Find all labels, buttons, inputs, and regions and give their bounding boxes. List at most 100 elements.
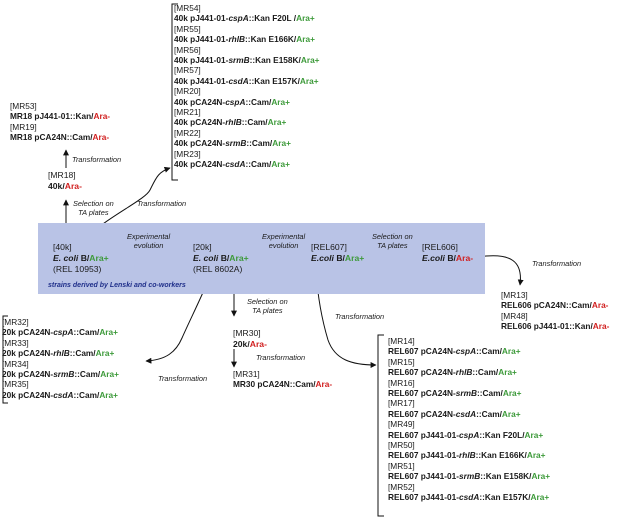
strain-entry: [MR19]MR18 pCA24N::Cam/Ara-	[10, 122, 110, 143]
strain-label: 40k pCA24N-cspA::Cam/Ara+	[174, 96, 290, 107]
strain-id: [MR34]	[2, 358, 29, 369]
strain-entry: [MR35]20k pCA24N-csdA::Cam/Ara+	[2, 379, 119, 400]
label-exp-evolution-2: Experimental evolution	[262, 232, 306, 250]
node-mr18: [MR18] 40k/Ara-	[48, 170, 82, 192]
strain-label: REL607 pJ441-01-csdA::Kan E157K/Ara+	[388, 492, 550, 503]
strain-id: [MR48]	[501, 310, 528, 321]
node-id: [40k]	[53, 242, 72, 252]
node-name: E.coli B/Ara+	[311, 253, 365, 263]
group-rel606-transformants: [MR13]REL606 pCA24N::Cam/Ara-[MR48]REL60…	[501, 290, 609, 332]
strain-id: [MR23]	[174, 148, 201, 159]
node-id: [REL607]	[311, 242, 347, 252]
strain-entry: [MR54]40k pJ441-01-cspA::Kan F20L /Ara+	[174, 3, 320, 24]
strain-entry: [MR48]REL606 pJ441-01::Kan/Ara-	[501, 311, 609, 332]
strain-id: [MR49]	[388, 419, 415, 430]
bracket-20k	[2, 315, 8, 404]
strain-entry: [MR17]REL607 pCA24N-csdA::Cam/Ara+	[388, 398, 550, 419]
strain-id: [MR20]	[174, 86, 201, 97]
strain-label: REL607 pCA24N-cspA::Cam/Ara+	[388, 346, 521, 357]
node-id: [REL606]	[422, 242, 458, 252]
strain-label: REL607 pCA24N-srmB::Cam/Ara+	[388, 388, 522, 399]
arrow-rel606-mr13	[477, 255, 524, 286]
strain-label: MR18 pCA24N::Cam/Ara-	[10, 132, 110, 143]
strain-id: [MR54]	[174, 3, 201, 13]
strain-entry: [MR20]40k pCA24N-cspA::Cam/Ara+	[174, 86, 320, 107]
strain-label: 40k pJ441-01-cspA::Kan F20L /Ara+	[174, 13, 315, 24]
strain-label: REL607 pCA24N-csdA::Cam/Ara+	[388, 408, 521, 419]
strain-id: [MR57]	[174, 65, 201, 76]
group-rel607-transformants: [MR14]REL607 pCA24N-cspA::Cam/Ara+[MR15]…	[388, 336, 550, 503]
label-transformation-rel606: Transformation	[532, 259, 582, 268]
strain-label: 20k pCA24N-srmB::Cam/Ara+	[2, 369, 119, 380]
strain-id: [MR55]	[174, 23, 201, 34]
node-id: [20k]	[193, 242, 212, 252]
strain-label: 20k pCA24N-rhlB::Cam/Ara+	[2, 348, 115, 359]
strain-label: MR30 pCA24N::Cam/Ara-	[233, 379, 333, 390]
strain-id: [MR17]	[388, 398, 415, 409]
strain-label: REL606 pCA24N::Cam/Ara-	[501, 300, 609, 311]
group-mr30-transformants: [MR31]MR30 pCA24N::Cam/Ara-	[233, 369, 332, 390]
node-id: [MR18]	[48, 170, 76, 180]
strain-id: [MR56]	[174, 44, 201, 55]
label-selection-ta-2: Selection on TA plates	[372, 232, 413, 250]
strain-label: REL606 pJ441-01::Kan/Ara-	[501, 321, 610, 332]
strain-entry: [MR57]40k pJ441-01-csdA::Kan E157K/Ara+	[174, 65, 320, 86]
strain-label: REL607 pJ441-01-srmB::Kan E158K/Ara+	[388, 471, 551, 482]
node-ref: (REL 10953)	[53, 264, 102, 274]
node-name: 20k/Ara-	[233, 339, 267, 349]
strain-label: 20k pCA24N-csdA::Cam/Ara+	[2, 389, 118, 400]
label-transformation-40k: Transformation	[137, 199, 187, 208]
strain-entry: [MR53]MR18 pJ441-01::Kan/Ara-	[10, 101, 110, 122]
node-name: 40k/Ara-	[48, 181, 82, 191]
strain-label: 40k pJ441-01-rhlB::Kan E166K/Ara+	[174, 34, 315, 45]
strain-id: [MR50]	[388, 440, 415, 451]
strain-label: 40k pCA24N-srmB::Cam/Ara+	[174, 138, 291, 149]
label-transformation-rel607: Transformation	[335, 312, 385, 321]
arrow-40k-top	[82, 166, 171, 241]
strain-id: [MR16]	[388, 377, 415, 388]
strain-id: [MR14]	[388, 336, 415, 346]
node-rel606: [REL606] E.coli B/Ara-	[422, 242, 473, 264]
strain-id: [MR19]	[10, 121, 37, 132]
strain-entry: [MR15]REL607 pCA24N-rhlB::Cam/Ara+	[388, 357, 550, 378]
group-mr18-transformants: [MR53]MR18 pJ441-01::Kan/Ara-[MR19]MR18 …	[10, 101, 110, 143]
label-transformation-mr30: Transformation	[256, 353, 306, 362]
bracket-rel607	[377, 334, 384, 517]
strain-entry: [MR33]20k pCA24N-rhlB::Cam/Ara+	[2, 338, 119, 359]
label-selection-ta-1: Selection on TA plates	[73, 199, 114, 217]
strain-id: [MR52]	[388, 481, 415, 492]
strain-entry: [MR21]40k pCA24N-rhlB::Cam/Ara+	[174, 107, 320, 128]
strain-label: MR18 pJ441-01::Kan/Ara-	[10, 111, 111, 122]
strain-id: [MR35]	[2, 379, 29, 390]
strain-id: [MR15]	[388, 356, 415, 367]
label-exp-evolution-1: Experimental evolution	[127, 232, 171, 250]
group-40k-transformants: [MR54]40k pJ441-01-cspA::Kan F20L /Ara+[…	[174, 3, 320, 170]
group-20k-transformants: [MR32]20k pCA24N-cspA::Cam/Ara+[MR33]20k…	[2, 317, 119, 400]
strain-id: [MR51]	[388, 460, 415, 471]
arrow-20k-group	[145, 280, 209, 364]
node-rel607: [REL607] E.coli B/Ara+	[311, 242, 364, 264]
strain-entry: [MR22]40k pCA24N-srmB::Cam/Ara+	[174, 128, 320, 149]
strain-label: 20k pCA24N-cspA::Cam/Ara+	[2, 327, 118, 338]
strain-label: 40k pJ441-01-csdA::Kan E157K/Ara+	[174, 75, 319, 86]
bracket-40k-top	[171, 3, 178, 181]
node-name: E. coli B/Ara+	[53, 253, 109, 263]
strain-id: [MR33]	[2, 337, 29, 348]
node-name: E. coli B/Ara+	[193, 253, 249, 263]
strain-id: [MR13]	[501, 290, 528, 300]
label-transformation-mr18: Transformation	[72, 155, 122, 164]
strain-label: REL607 pCA24N-rhlB::Cam/Ara+	[388, 367, 517, 378]
strain-entry: [MR23]40k pCA24N-csdA::Cam/Ara+	[174, 149, 320, 170]
strain-id: [MR22]	[174, 127, 201, 138]
node-40k: [40k] E. coli B/Ara+ (REL 10953)	[53, 242, 109, 275]
node-name: E.coli B/Ara-	[422, 253, 474, 263]
node-20k: [20k] E. coli B/Ara+ (REL 8602A)	[193, 242, 249, 275]
band-label: strains derived by Lenski and co-workers	[48, 282, 186, 289]
label-transformation-20k: Transformation	[158, 374, 208, 383]
strain-label: 40k pCA24N-rhlB::Cam/Ara+	[174, 117, 287, 128]
strain-entry: [MR16]REL607 pCA24N-srmB::Cam/Ara+	[388, 378, 550, 399]
strain-entry: [MR55]40k pJ441-01-rhlB::Kan E166K/Ara+	[174, 24, 320, 45]
strain-entry: [MR49]REL607 pJ441-01-cspA::Kan F20L/Ara…	[388, 419, 550, 440]
label-selection-ta-3: Selection on TA plates	[247, 297, 288, 315]
lenski-strain-band	[38, 223, 485, 294]
